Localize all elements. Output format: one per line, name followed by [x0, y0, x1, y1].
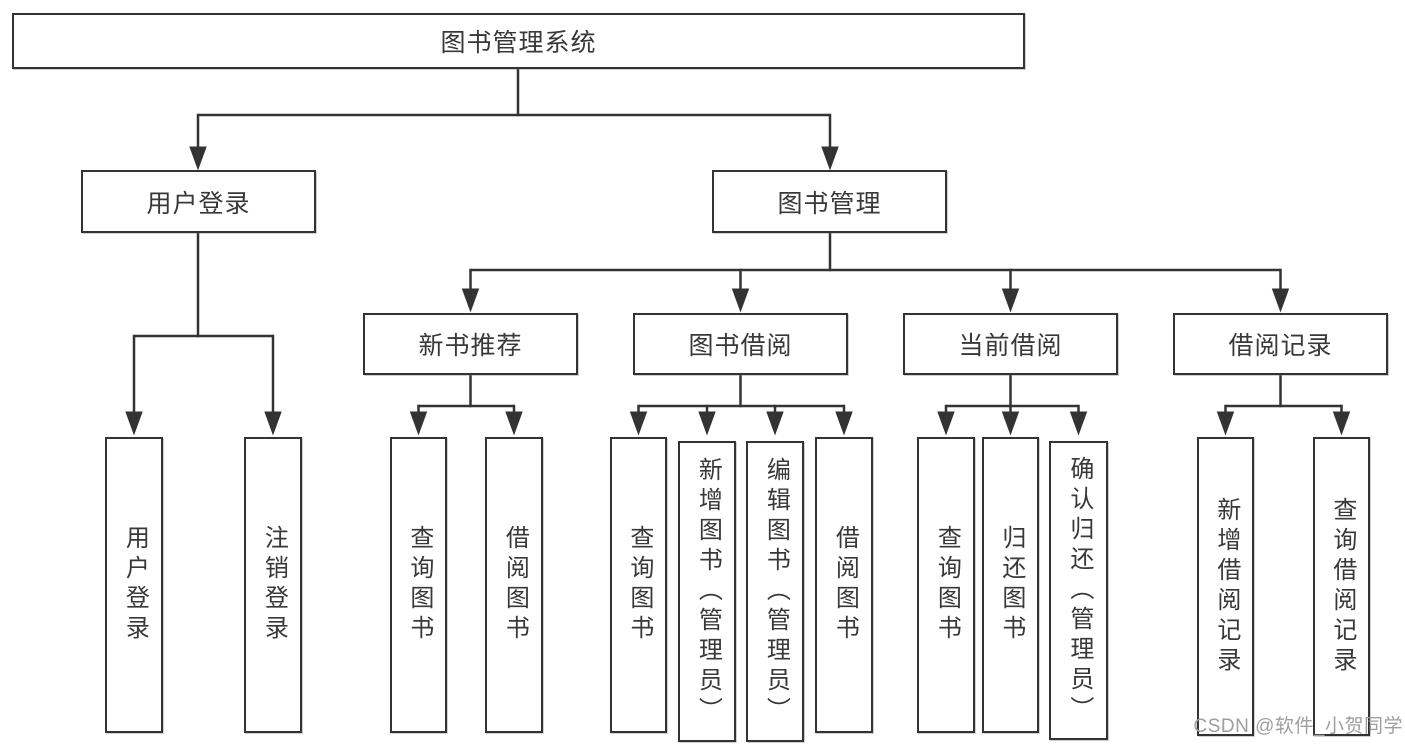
leaf-label: 注销登录 — [260, 525, 288, 645]
leaf-borrow-books-borrowing: 借阅图书 — [815, 437, 873, 733]
connector-new-book-recommendation-to-children — [409, 375, 523, 436]
leaf-logout: 注销登录 — [244, 437, 302, 733]
arrowhead-down-icon — [937, 411, 955, 436]
arrowhead-down-icon — [821, 146, 839, 171]
leaf-borrow-books-recommend: 借阅图书 — [485, 437, 543, 733]
leaf-label: 查询借阅记录 — [1328, 496, 1356, 677]
leaf-label: 确认归还（管理员） — [1065, 455, 1093, 726]
leaf-label: 编辑图书（管理员） — [762, 456, 790, 727]
arrowhead-down-icon — [1001, 288, 1020, 313]
arrowhead-down-icon — [264, 411, 282, 436]
leaf-label: 借阅图书 — [831, 525, 859, 645]
leaf-label: 查询图书 — [933, 525, 961, 645]
node-label: 新书推荐 — [418, 332, 523, 360]
arrowhead-down-icon — [125, 411, 143, 436]
arrowhead-down-icon — [1271, 288, 1290, 313]
arrowhead-down-icon — [1001, 411, 1020, 436]
leaf-user-login: 用户登录 — [105, 437, 163, 733]
node-label: 图书管理 — [777, 189, 882, 218]
leaf-query-books-current: 查询图书 — [917, 437, 975, 733]
leaf-label: 新增图书（管理员） — [694, 456, 722, 727]
node-label: 借阅记录 — [1228, 332, 1333, 360]
leaf-label: 借阅图书 — [501, 525, 529, 645]
leaf-edit-book-admin: 编辑图书（管理员） — [746, 441, 804, 742]
node-library-management-system: 图书管理系统 — [12, 13, 1025, 69]
connector-book-management-to-level3 — [461, 233, 1290, 313]
arrowhead-down-icon — [698, 411, 716, 436]
leaf-query-borrow-record: 查询借阅记录 — [1313, 437, 1370, 736]
leaf-add-borrow-record: 新增借阅记录 — [1197, 437, 1254, 736]
connector-root-to-level2 — [189, 69, 839, 171]
leaf-confirm-return-admin: 确认归还（管理员） — [1049, 441, 1108, 740]
arrowhead-down-icon — [189, 146, 207, 171]
node-label: 图书管理系统 — [440, 29, 597, 57]
node-label: 当前借阅 — [958, 332, 1063, 360]
leaf-label: 归还图书 — [997, 525, 1025, 645]
node-label: 图书借阅 — [688, 332, 793, 360]
node-label: 用户登录 — [146, 189, 251, 218]
arrowhead-down-icon — [835, 411, 853, 436]
leaf-label: 查询图书 — [625, 525, 653, 645]
arrowhead-down-icon — [461, 288, 480, 313]
connector-borrowing-records-to-children — [1216, 375, 1351, 436]
arrowhead-down-icon — [1069, 411, 1088, 436]
leaf-label: 新增借阅记录 — [1212, 496, 1240, 677]
node-book-management: 图书管理 — [712, 170, 947, 233]
leaf-return-books: 归还图书 — [982, 437, 1039, 733]
leaf-add-book-admin: 新增图书（管理员） — [678, 441, 736, 742]
node-borrowing-records: 借阅记录 — [1173, 313, 1388, 375]
connector-current-borrowing-to-children — [937, 375, 1088, 436]
arrowhead-down-icon — [629, 411, 648, 436]
arrowhead-down-icon — [731, 288, 750, 313]
leaf-label: 用户登录 — [121, 525, 149, 645]
leaf-label: 查询图书 — [405, 525, 433, 645]
leaf-query-books-recommend: 查询图书 — [390, 437, 447, 733]
arrowhead-down-icon — [505, 411, 523, 436]
connector-user-login-to-children — [125, 233, 282, 436]
csdn-watermark: CSDN @软件_小贺同学 — [1193, 716, 1403, 737]
arrowhead-down-icon — [1332, 411, 1351, 436]
connector-book-borrowing-to-children — [629, 375, 853, 436]
node-book-borrowing: 图书借阅 — [633, 313, 848, 375]
arrowhead-down-icon — [1216, 411, 1235, 436]
arrowhead-down-icon — [409, 411, 428, 436]
node-current-borrowing: 当前借阅 — [903, 313, 1118, 375]
leaf-query-books-borrowing: 查询图书 — [610, 437, 667, 733]
arrowhead-down-icon — [766, 411, 784, 436]
node-user-login: 用户登录 — [81, 170, 316, 233]
node-new-book-recommendation: 新书推荐 — [363, 313, 578, 375]
